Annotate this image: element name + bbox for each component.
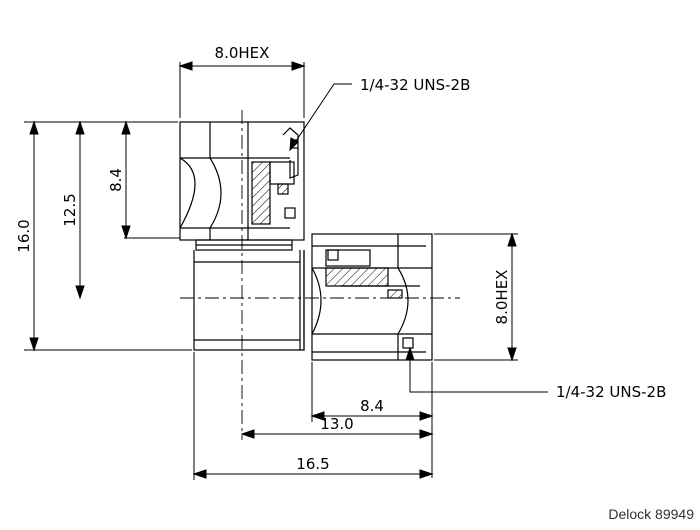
leader-top-thread: [289, 83, 352, 152]
connector-geometry: [24, 61, 548, 480]
top-neck: [195, 239, 293, 251]
label-width-13: 13.0: [320, 415, 353, 433]
label-width-8-4: 8.4: [360, 397, 384, 415]
dim-top-hex: [178, 61, 306, 118]
right-hex-nut: [311, 233, 433, 361]
dim-16: [24, 120, 192, 352]
dim-8-4-horizontal: [310, 362, 434, 478]
right-thread-insert: [325, 249, 420, 349]
elbow-body: [193, 250, 305, 351]
label-height-8-4: 8.4: [107, 168, 125, 192]
label-top-hex: 8.0HEX: [215, 44, 270, 62]
label-height-12-5: 12.5: [61, 193, 79, 226]
label-right-thread: 1/4-32 UNS-2B: [556, 383, 666, 401]
label-height-16: 16.0: [15, 219, 33, 252]
dim-8-4-vertical: [121, 120, 180, 240]
dim-12-5: [75, 120, 85, 300]
top-thread-insert: [251, 127, 299, 225]
label-width-16-5: 16.5: [296, 455, 329, 473]
centerlines: [180, 110, 460, 440]
label-right-hex: 8.0HEX: [493, 270, 511, 325]
dim-16-5: [192, 352, 434, 480]
leader-right-thread: [405, 346, 548, 393]
dim-right-hex: [434, 232, 518, 362]
dim-13: [240, 429, 434, 439]
product-credit: Delock 89949: [608, 506, 694, 522]
label-top-thread: 1/4-32 UNS-2B: [360, 76, 470, 94]
